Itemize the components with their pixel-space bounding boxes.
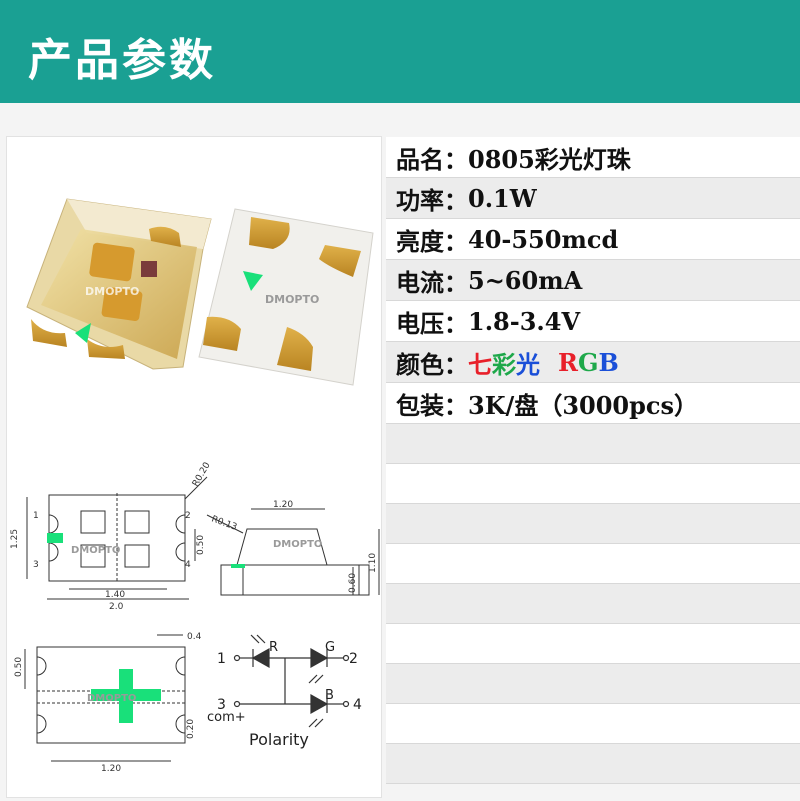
empty-row bbox=[386, 704, 800, 744]
page-title: 产品参数 bbox=[28, 35, 216, 86]
side-view-drawing bbox=[206, 508, 380, 596]
spec-table: 品名： 0805彩光灯珠 功率： 0.1W 亮度： 40-550mcd 电流： … bbox=[386, 137, 800, 800]
dim-top-label: 1.20 bbox=[273, 500, 293, 510]
spec-label: 功率： bbox=[396, 185, 468, 215]
dim-110-label: 1.10 bbox=[368, 553, 378, 573]
pin-4-label: 4 bbox=[185, 560, 191, 570]
pin-1-label: 1 bbox=[33, 511, 39, 521]
dim-060-label: 0.60 bbox=[348, 573, 358, 593]
schematic-g-label: G bbox=[325, 640, 335, 655]
side-cathode-mark bbox=[231, 564, 245, 568]
cathode-mark bbox=[47, 533, 63, 543]
spec-value: 3K/盘（3000pcs） bbox=[468, 390, 699, 420]
spec-row-brightness: 亮度： 40-550mcd bbox=[386, 219, 800, 260]
watermark-text-4: DMOPTO bbox=[273, 539, 322, 550]
spec-value: 5~60mA bbox=[468, 265, 583, 295]
spec-value: 1.8-3.4V bbox=[468, 306, 581, 336]
polarity-schematic bbox=[233, 634, 350, 728]
spec-row-package: 包装： 3K/盘（3000pcs） bbox=[386, 383, 800, 424]
color-char-2: 彩 bbox=[492, 349, 516, 379]
schematic-pin-3: 3 bbox=[217, 697, 226, 713]
footprint-mark-h bbox=[91, 689, 161, 701]
spec-label: 亮度： bbox=[396, 226, 468, 256]
spec-label: 包装： bbox=[396, 390, 468, 420]
empty-row bbox=[386, 624, 800, 664]
spec-value: 40-550mcd bbox=[468, 224, 619, 254]
watermark-text-2: DMOPTO bbox=[265, 293, 319, 306]
color-char-1: 七 bbox=[468, 349, 492, 379]
schematic-common-label: com+ bbox=[207, 710, 246, 725]
empty-row bbox=[386, 424, 800, 464]
rgb-r: R bbox=[558, 347, 578, 377]
schematic-r-label: R bbox=[269, 640, 278, 655]
spec-value: 0.1W bbox=[468, 183, 537, 213]
empty-row bbox=[386, 664, 800, 704]
schematic-pin-2: 2 bbox=[349, 651, 358, 667]
spec-row-power: 功率： 0.1W bbox=[386, 178, 800, 219]
dim-height-label: 1.25 bbox=[10, 529, 20, 549]
color-char-3: 光 bbox=[516, 349, 540, 379]
rgb-b: B bbox=[598, 347, 619, 377]
spec-label: 电压： bbox=[396, 308, 468, 338]
dim-04-label: 0.4 bbox=[187, 632, 202, 642]
schematic-b-label: B bbox=[325, 688, 334, 703]
empty-row bbox=[386, 504, 800, 544]
empty-row bbox=[386, 464, 800, 504]
watermark-text: DMOPTO bbox=[85, 285, 139, 298]
spec-value: 0805彩光灯珠 bbox=[468, 144, 631, 174]
product-image-panel: DMOPTO DMOPTO 1 2 bbox=[6, 136, 382, 798]
spec-row-voltage: 电压： 1.8-3.4V bbox=[386, 301, 800, 342]
spec-row-name: 品名： 0805彩光灯珠 bbox=[386, 137, 800, 178]
dim-120-label: 1.20 bbox=[101, 764, 121, 774]
led-top-photo: DMOPTO bbox=[26, 198, 212, 370]
spec-label: 电流： bbox=[396, 267, 468, 297]
dim-020-label: 0.20 bbox=[186, 719, 196, 739]
rgb-g: G bbox=[577, 347, 599, 377]
pin-3-label: 3 bbox=[33, 560, 39, 570]
spec-label: 品名： bbox=[396, 144, 468, 174]
dim-radius-label: R0.20 bbox=[191, 460, 213, 488]
dim-r013-label: R0.13 bbox=[210, 514, 238, 532]
led-bottom-photo: DMOPTO bbox=[191, 208, 374, 386]
spec-label: 颜色： bbox=[396, 349, 468, 379]
dim-pad-label: 0.50 bbox=[196, 535, 206, 555]
empty-row bbox=[386, 544, 800, 584]
watermark-text-3: DMOPTO bbox=[71, 545, 120, 556]
dim-width-label: 2.0 bbox=[109, 602, 124, 612]
empty-row bbox=[386, 584, 800, 624]
schematic-pin-1: 1 bbox=[217, 651, 226, 667]
header-bar: 产品参数 bbox=[0, 0, 800, 103]
schematic-pin-4: 4 bbox=[353, 697, 362, 713]
top-view-drawing bbox=[26, 476, 208, 600]
polarity-title: Polarity bbox=[249, 730, 309, 749]
product-illustration: DMOPTO DMOPTO 1 2 bbox=[10, 198, 380, 774]
dim-inner-label: 1.40 bbox=[105, 590, 125, 600]
pin-2-label: 2 bbox=[185, 511, 191, 521]
empty-row bbox=[386, 744, 800, 784]
spec-row-current: 电流： 5~60mA bbox=[386, 260, 800, 301]
watermark-text-5: DMOPTO bbox=[87, 693, 136, 704]
dim-050-label: 0.50 bbox=[14, 657, 24, 677]
